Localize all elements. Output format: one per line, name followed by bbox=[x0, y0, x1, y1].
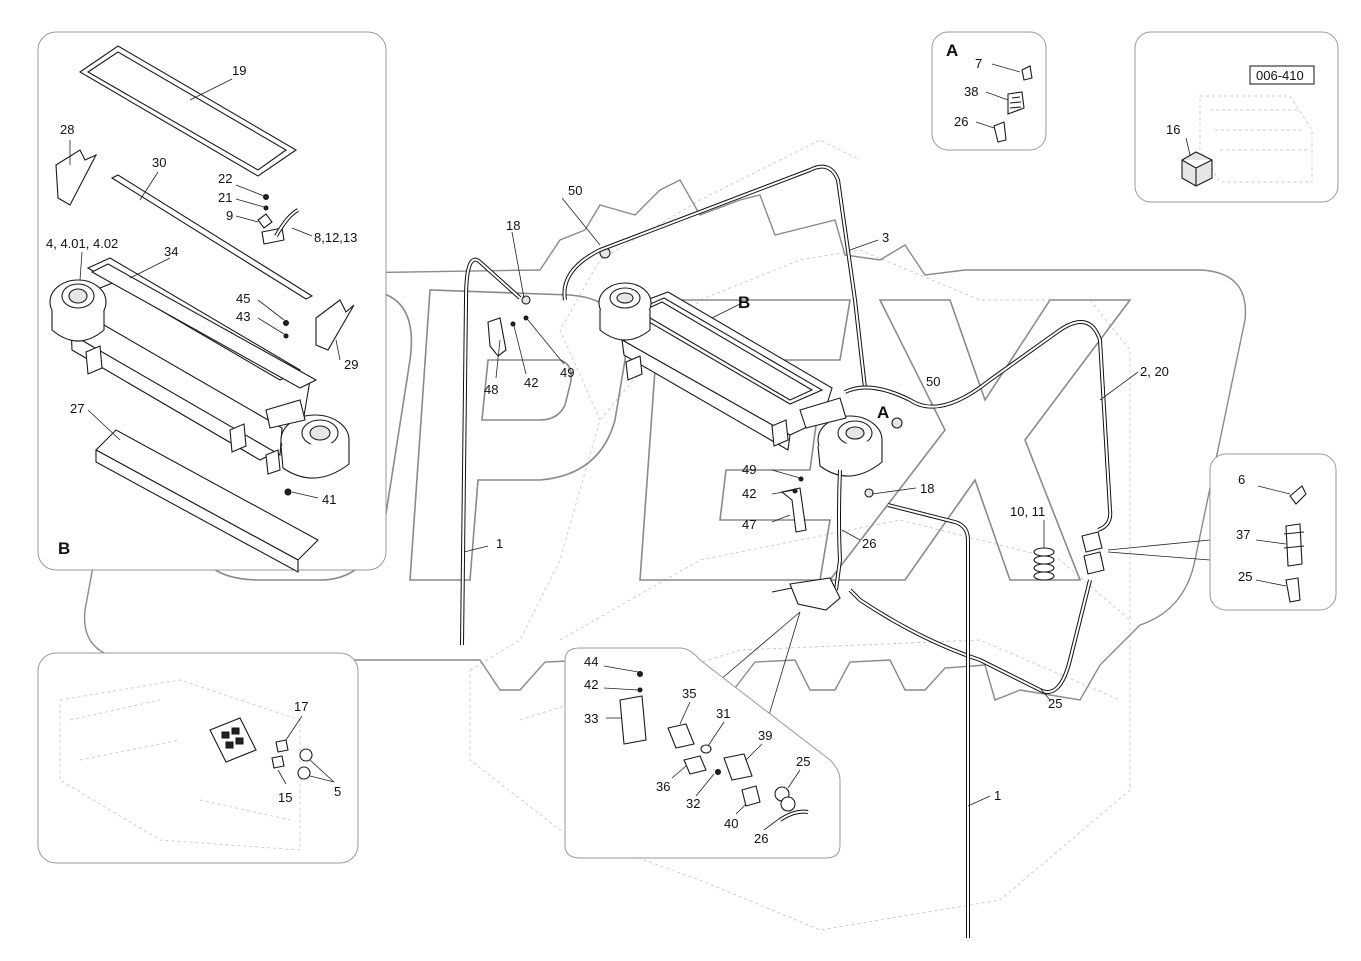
callout-45: 45 bbox=[236, 291, 250, 306]
detail-panel-b bbox=[37, 31, 387, 573]
callout-31: 31 bbox=[716, 706, 730, 721]
callout-1-left: 1 bbox=[496, 536, 503, 551]
callout-6: 6 bbox=[1238, 472, 1245, 487]
callout-22: 22 bbox=[218, 171, 232, 186]
callout-33: 33 bbox=[584, 711, 598, 726]
callout-25-side: 25 bbox=[1238, 569, 1252, 584]
callout-a-7: 7 bbox=[975, 56, 982, 71]
callout-28: 28 bbox=[60, 122, 74, 137]
callout-36: 36 bbox=[656, 779, 670, 794]
section-label-b: B bbox=[58, 539, 70, 558]
detail-panel-valve bbox=[564, 647, 841, 859]
callout-1-right: 1 bbox=[994, 788, 1001, 803]
callout-18-left: 18 bbox=[506, 218, 520, 233]
callout-a-38: 38 bbox=[964, 84, 978, 99]
callout-10-11: 10, 11 bbox=[1010, 504, 1045, 519]
detail-panel-fittings bbox=[1209, 453, 1337, 611]
callout-39: 39 bbox=[758, 728, 772, 743]
callout-48: 48 bbox=[484, 382, 498, 397]
callout-18-right: 18 bbox=[920, 481, 934, 496]
reference-box-label: 006-410 bbox=[1256, 68, 1304, 83]
callout-17: 17 bbox=[294, 699, 308, 714]
callout-35: 35 bbox=[682, 686, 696, 701]
callout-19: 19 bbox=[232, 63, 246, 78]
callout-5: 5 bbox=[334, 784, 341, 799]
callout-43: 43 bbox=[236, 309, 250, 324]
detail-panel-ref bbox=[1134, 31, 1339, 203]
callout-34: 34 bbox=[164, 244, 178, 259]
section-label-a: A bbox=[946, 41, 958, 60]
callout-41: 41 bbox=[322, 492, 336, 507]
callout-26-valve: 26 bbox=[754, 831, 768, 846]
detail-panel-dash bbox=[37, 652, 359, 864]
detail-panel-a bbox=[931, 31, 1047, 151]
callout-26-main: 26 bbox=[862, 536, 876, 551]
callout-30: 30 bbox=[152, 155, 166, 170]
callout-42-left: 42 bbox=[524, 375, 538, 390]
callout-25-main: 25 bbox=[1048, 696, 1062, 711]
callout-50-right: 50 bbox=[926, 374, 940, 389]
callout-42-valve: 42 bbox=[584, 677, 598, 692]
callout-50-top: 50 bbox=[568, 183, 582, 198]
callout-a-main: A bbox=[877, 403, 889, 422]
callout-3: 3 bbox=[882, 230, 889, 245]
callout-16: 16 bbox=[1166, 122, 1180, 137]
callout-15: 15 bbox=[278, 790, 292, 805]
callout-21: 21 bbox=[218, 190, 232, 205]
main-heater-assembly bbox=[598, 247, 903, 477]
callout-40: 40 bbox=[724, 816, 738, 831]
callout-49-left: 49 bbox=[560, 365, 574, 380]
callout-8-12-13: 8,12,13 bbox=[314, 230, 357, 245]
callout-27: 27 bbox=[70, 401, 84, 416]
callout-42-right: 42 bbox=[742, 486, 756, 501]
callout-9: 9 bbox=[226, 208, 233, 223]
callout-47: 47 bbox=[742, 517, 756, 532]
callout-44: 44 bbox=[584, 654, 598, 669]
callout-25-valve: 25 bbox=[796, 754, 810, 769]
hose-lines bbox=[460, 164, 1211, 938]
callout-49-right: 49 bbox=[742, 462, 756, 477]
callout-labels: B A 006-410 19 28 30 22 21 9 8,12,13 4, … bbox=[46, 41, 1304, 846]
callout-4: 4, 4.01, 4.02 bbox=[46, 236, 118, 251]
callout-32: 32 bbox=[686, 796, 700, 811]
callout-2-20: 2, 20 bbox=[1140, 364, 1169, 379]
callout-37: 37 bbox=[1236, 527, 1250, 542]
callout-29: 29 bbox=[344, 357, 358, 372]
callout-a-26: 26 bbox=[954, 114, 968, 129]
callout-b-main: B bbox=[738, 293, 750, 312]
